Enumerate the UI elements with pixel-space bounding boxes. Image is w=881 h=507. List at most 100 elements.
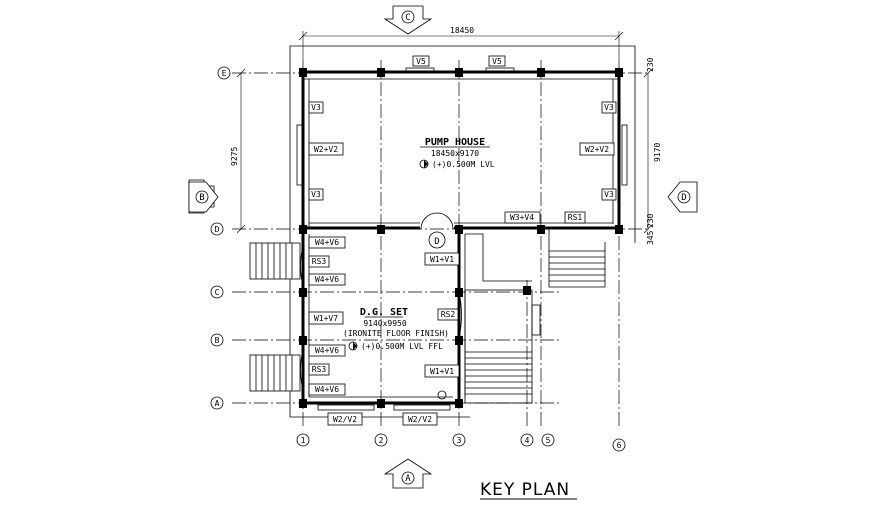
column — [455, 288, 463, 297]
column — [455, 399, 463, 408]
room-level-dg-set: (+)0.500M LVL FFL — [361, 342, 443, 351]
dim-right-label: 9170 — [653, 143, 662, 162]
rs3-arc-upper — [300, 245, 304, 287]
tag-rs1: RS1 — [568, 213, 583, 222]
column — [299, 336, 307, 345]
tag-box — [579, 142, 615, 156]
level-marker-icon — [348, 341, 358, 351]
plinth-outline — [289, 45, 636, 418]
door-arc-right — [436, 212, 454, 230]
room-name-dg-set: D.G. SET — [360, 307, 408, 318]
vent-2 — [485, 67, 515, 72]
steps-west-upper-outline — [249, 242, 301, 280]
column — [455, 225, 463, 234]
dim-right-mid-label: 230 — [646, 213, 655, 228]
tag-w1v7: W1+V7 — [314, 314, 338, 323]
steps-east — [548, 229, 606, 288]
tag-w3v4: W3+V4 — [510, 213, 534, 222]
column — [537, 225, 545, 234]
door-tag-circle — [428, 231, 446, 249]
tag-box — [412, 55, 430, 67]
dim-right-bottom-label: 345 — [646, 230, 655, 245]
tag-w2v2-s2: W2/V2 — [408, 415, 432, 424]
tag-box — [308, 142, 344, 156]
grid-label-5: 5 — [546, 436, 551, 445]
column — [377, 225, 385, 234]
grid-bubble-1 — [296, 433, 310, 447]
drain-symbol — [437, 390, 447, 400]
tag-v3-e2: V3 — [604, 190, 614, 199]
column — [299, 288, 307, 297]
tag-box — [504, 211, 541, 224]
landing-notch — [531, 304, 541, 336]
grid-bubble-B — [210, 333, 224, 347]
column — [537, 68, 545, 77]
window-south-1 — [317, 404, 375, 411]
tag-w2v2-w: W2+V2 — [314, 145, 338, 154]
tag-v5-b: V5 — [492, 57, 502, 66]
steps-west-lower-treads — [255, 355, 293, 391]
column — [299, 225, 307, 234]
dim-top-label: 18450 — [450, 26, 474, 35]
level-marker-icon — [419, 159, 429, 169]
steps-se-treads — [465, 351, 532, 395]
tag-box — [308, 344, 346, 357]
elevation-label-C: C — [405, 13, 410, 23]
elevation-bubble-C — [401, 10, 415, 24]
room-level-pump-house: (+)0.500M LVL — [432, 160, 495, 169]
column — [523, 286, 531, 295]
grid-bubbles: E D C B A 1 2 3 4 5 6 — [210, 66, 626, 452]
grid-label-C: C — [215, 288, 220, 297]
steps-west-upper — [249, 242, 301, 280]
window-west — [296, 124, 303, 186]
grid-bubble-E — [217, 66, 231, 80]
tag-w1v1-b: W1+V1 — [430, 367, 454, 376]
steps-west-upper-treads — [255, 243, 293, 279]
door-arc-left — [420, 212, 438, 230]
elevation-bubble-D — [677, 190, 691, 204]
plinth-line — [289, 45, 636, 417]
tag-v3-w1: V3 — [311, 103, 321, 112]
steps-west-lower-outline — [249, 354, 301, 392]
dimensions: 18450 9275 9170 230 230 345 — [230, 26, 662, 245]
tag-w4v6-d: W4+V6 — [315, 385, 339, 394]
grid-bubble-2 — [374, 433, 388, 447]
tag-box — [308, 236, 346, 249]
tag-box — [308, 188, 324, 201]
tag-box — [402, 412, 438, 426]
grid-label-3: 3 — [457, 436, 462, 445]
tag-box — [488, 55, 506, 67]
tag-box — [308, 311, 344, 325]
tag-box — [601, 188, 617, 201]
tag-box — [308, 101, 324, 114]
grid-label-E: E — [222, 69, 227, 78]
opening-tags: V5 V5 V3 W2+V2 V3 V3 W2+V2 V3 W3+V4 RS1 … — [308, 55, 617, 426]
room-size-dg-set: 9140x9950 — [363, 319, 407, 328]
grid-label-B: B — [215, 336, 220, 345]
tag-box — [564, 211, 586, 224]
steps-east-outline — [548, 229, 606, 288]
grid-bubble-5 — [541, 433, 555, 447]
tag-rs3-a: RS3 — [312, 257, 327, 266]
tag-rs2: RS2 — [441, 310, 456, 319]
dim-left-label: 9275 — [230, 147, 239, 166]
elevation-bubble-B — [195, 190, 209, 204]
grid-bubble-6 — [612, 438, 626, 452]
room-size-pump-house: 18450x9170 — [431, 149, 479, 158]
tag-w4v6-b: W4+V6 — [315, 275, 339, 284]
column — [615, 225, 623, 234]
column — [455, 68, 463, 77]
grid-label-1: 1 — [301, 436, 306, 445]
grid-bubble-3 — [452, 433, 466, 447]
drawing-title: KEY PLAN — [480, 480, 570, 500]
grid-label-D: D — [215, 225, 220, 234]
tag-door-d: D — [434, 237, 439, 247]
elevation-markers: C B D A — [188, 5, 698, 489]
grid-label-A: A — [215, 399, 220, 408]
grid-label-2: 2 — [379, 436, 384, 445]
column — [455, 336, 463, 345]
elevation-label-D: D — [681, 193, 686, 203]
tag-box — [308, 363, 330, 376]
tag-box — [424, 252, 460, 266]
